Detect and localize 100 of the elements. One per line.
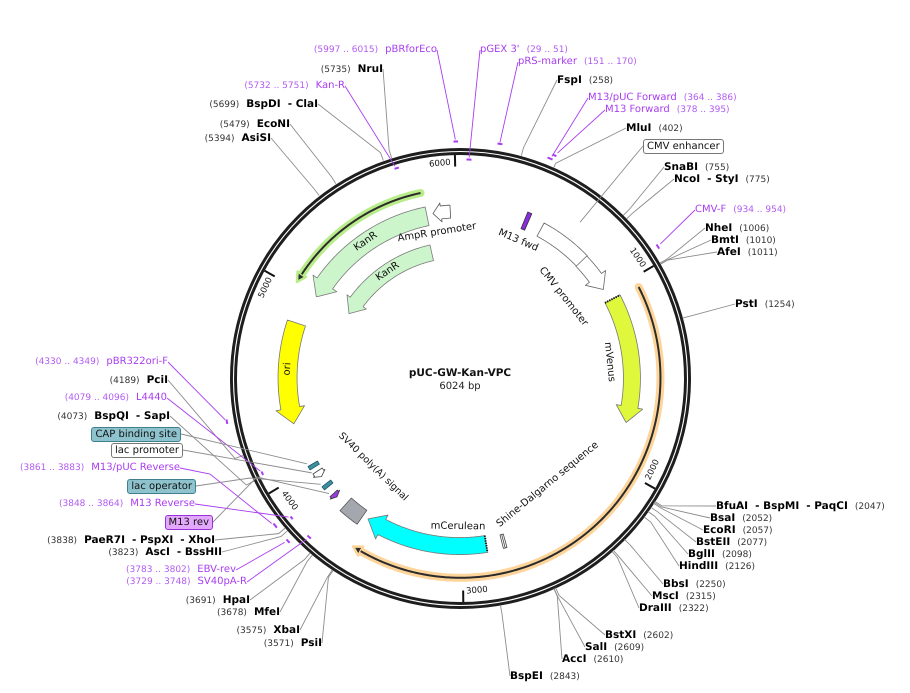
- feature-label: M13 rev: [164, 514, 213, 530]
- enzyme-name: - ClaI: [288, 97, 318, 111]
- primer-range: (29 .. 51): [526, 44, 568, 56]
- cut-position: (3691): [186, 595, 216, 608]
- leader-line: [626, 178, 674, 220]
- primer-site-mark: [284, 538, 291, 544]
- leader-line: [180, 434, 308, 464]
- leader-line: [520, 80, 558, 156]
- primer-name: M13/pUC Reverse: [91, 461, 180, 475]
- primer-name: pRS-marker: [518, 55, 577, 69]
- leader-line: [180, 468, 272, 524]
- cut-position: (258): [588, 75, 614, 88]
- feature-label: CAP binding site: [91, 426, 181, 442]
- enzyme-name: AccI: [562, 652, 586, 666]
- leader-line: [555, 587, 606, 636]
- enzyme-name: MluI: [626, 121, 652, 135]
- cut-position: (755): [705, 162, 730, 174]
- leader-line: [212, 476, 330, 522]
- primer-range: (4330 .. 4349): [35, 356, 100, 369]
- cut-position: (5699): [209, 99, 240, 112]
- leader-line: [500, 604, 510, 676]
- primer-name: M13/pUC Forward: [588, 91, 677, 104]
- leader-line: [624, 539, 664, 584]
- primer-name: Kan-R: [316, 79, 345, 93]
- primer-site-mark: [546, 156, 554, 162]
- leader-line: [682, 304, 736, 319]
- cut-position: (402): [658, 123, 683, 136]
- primer-name: SV40pA-R: [198, 575, 247, 589]
- primer-site-mark: [225, 418, 229, 426]
- leader-line: [653, 502, 704, 530]
- feature-name: mVenus: [602, 342, 616, 383]
- leader-line: [644, 516, 680, 566]
- feature-band: [312, 467, 326, 479]
- feature-label: CMV enhancer: [643, 138, 724, 154]
- feature-name: M13 fwd: [496, 228, 540, 254]
- enzyme-name: PciI: [146, 373, 168, 387]
- leader-line: [196, 478, 322, 486]
- leader-line: [557, 110, 606, 154]
- primer-range: (3783 .. 3802): [126, 564, 190, 577]
- enzyme-name: BstXI: [605, 628, 636, 642]
- cut-position: (5735): [320, 64, 351, 77]
- leader-line: [194, 504, 289, 518]
- enzyme-name: NheI: [705, 221, 732, 235]
- cut-position: (2602): [643, 630, 674, 643]
- enzyme-name: - XhoI: [180, 533, 215, 547]
- cut-position: (2077): [737, 537, 768, 550]
- enzyme-name: BmtI: [711, 233, 739, 247]
- primer-site-mark: [260, 470, 265, 476]
- cut-position: (5394): [204, 133, 235, 146]
- primer-range: (3848 .. 3864): [58, 498, 124, 511]
- enzyme-name: EcoNI: [256, 117, 290, 131]
- feature-label: lac promoter: [111, 442, 183, 458]
- enzyme-name: SalI: [585, 640, 608, 654]
- enzyme-name: XbaI: [273, 623, 300, 637]
- enzyme-name: AfeI: [717, 245, 741, 259]
- enzyme-name: BsaI: [710, 511, 736, 525]
- leader-line: [344, 86, 396, 167]
- leader-line: [214, 528, 286, 540]
- enzyme-name: BspDI: [246, 97, 281, 111]
- cut-position: (3678): [217, 607, 247, 620]
- cut-position: (2126): [725, 561, 756, 574]
- cut-position: (2047): [854, 501, 885, 514]
- cut-position: (2315): [686, 591, 716, 604]
- enzyme-name: DraIII: [639, 601, 672, 615]
- enzyme-name: BbsI: [663, 577, 689, 591]
- cut-position: (2843): [550, 671, 580, 684]
- cut-position: (2098): [722, 549, 752, 562]
- leader-line: [300, 569, 333, 630]
- enzyme-name: NcoI: [674, 172, 700, 186]
- primer-site-mark: [551, 153, 558, 158]
- primer-site-mark: [654, 243, 660, 250]
- cut-position: (2250): [696, 579, 726, 592]
- tick-label: 5000: [257, 276, 274, 300]
- primer-range: (364 .. 386): [684, 92, 737, 105]
- primer-name: CMV-F: [695, 203, 726, 217]
- cut-position: (3571): [264, 638, 294, 651]
- enzyme-name: - BspMI: [755, 499, 800, 513]
- primer-name: M13 Forward: [605, 103, 670, 117]
- primer-range: (5997 .. 6015): [314, 44, 378, 57]
- primer-name: EBV-rev: [197, 563, 236, 576]
- feature-name: mCerulean: [430, 522, 486, 532]
- cut-position: (3575): [236, 625, 266, 638]
- cut-position: (1254): [764, 299, 795, 312]
- cut-position: (775): [746, 174, 770, 187]
- leader-line: [280, 554, 313, 612]
- feature-segment: [306, 460, 320, 471]
- leader-line: [659, 228, 706, 264]
- leader-line: [612, 550, 652, 596]
- enzyme-name: HindIII: [679, 560, 718, 573]
- primer-range: (3729 .. 3748): [126, 576, 191, 589]
- enzyme-name: BspEI: [510, 669, 543, 683]
- leader-line: [660, 210, 696, 244]
- leader-line: [246, 538, 307, 582]
- cut-position: (5479): [220, 119, 250, 132]
- enzyme-name: MscI: [652, 589, 679, 603]
- leader-line: [436, 50, 456, 140]
- cut-position: (2610): [593, 654, 624, 667]
- primer-site-mark: [288, 514, 294, 520]
- tick-label: 2000: [644, 458, 662, 482]
- tick-label: 6000: [428, 158, 452, 170]
